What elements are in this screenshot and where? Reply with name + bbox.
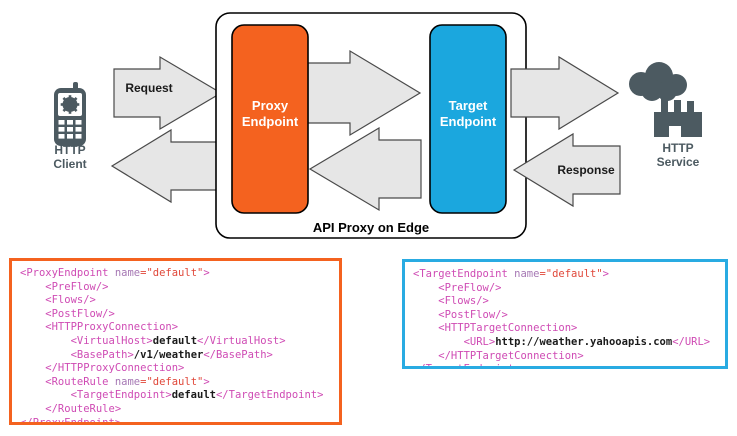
request-arrow-label: Request (125, 81, 172, 95)
proxy-endpoint-code-text: <ProxyEndpoint name="default"> <PreFlow/… (20, 267, 324, 425)
target-to-service-arrow (510, 55, 620, 131)
proxy-endpoint-label-line1: Proxy (252, 98, 289, 113)
service-response-arrow (512, 132, 621, 208)
http-service-icon (629, 62, 702, 137)
http-client-icon (54, 82, 86, 146)
target-endpoint-label-line2: Endpoint (440, 114, 497, 129)
response-arrow-label: Response (557, 163, 615, 177)
target-endpoint-code-text: <TargetEndpoint name="default"> <PreFlow… (413, 268, 711, 366)
target-endpoint-label-line1: Target (449, 98, 488, 113)
proxy-to-target-arrow (307, 49, 422, 137)
proxy-endpoint-code-block[interactable]: <ProxyEndpoint name="default"> <PreFlow/… (9, 258, 342, 425)
api-proxy-box-label: API Proxy on Edge (313, 220, 429, 235)
client-response-arrow (110, 128, 219, 204)
api-proxy-diagram: HTTP Client HTTP Service Request (53, 12, 702, 239)
target-endpoint-block[interactable] (429, 24, 507, 214)
http-client-label-line1: HTTP (54, 143, 85, 157)
request-arrow (113, 55, 223, 131)
http-service-label-line2: Service (657, 155, 700, 169)
proxy-endpoint-block[interactable] (231, 24, 309, 214)
http-service-label-line1: HTTP (662, 141, 693, 155)
target-to-proxy-arrow (308, 126, 422, 212)
proxy-endpoint-label-line2: Endpoint (242, 114, 299, 129)
target-endpoint-code-block[interactable]: <TargetEndpoint name="default"> <PreFlow… (402, 259, 728, 369)
http-client-label-line2: Client (53, 157, 86, 171)
